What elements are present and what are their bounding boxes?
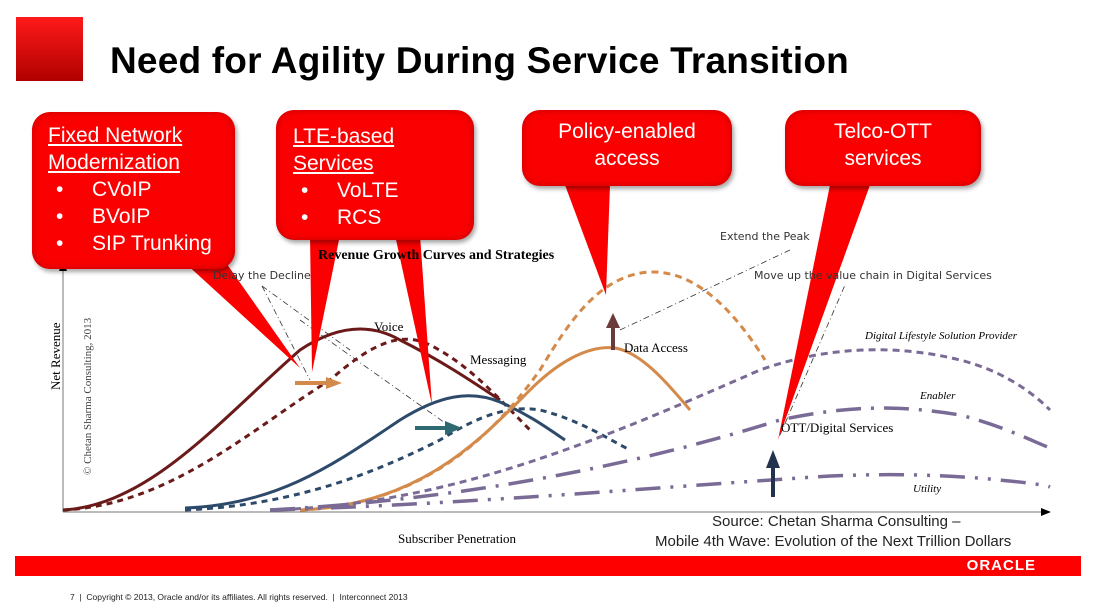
bullet-item: •SIP Trunking [56,232,212,255]
voice-delayed-curve [62,337,532,512]
up-arrow-icon [766,450,780,497]
callout-heading: Modernization [48,151,180,174]
event-name: Interconnect 2013 [339,592,408,602]
voice-curve [62,327,501,512]
bullet-item: •VoLTE [301,179,399,202]
label-ott: OTT/Digital Services [781,420,894,435]
label-data-access: Data Access [624,340,688,355]
up-arrow-icon [606,313,620,350]
separator: | [332,592,335,602]
callout-text: Telco-OTT [833,120,932,143]
bullet-item: •BVoIP [56,205,151,228]
copyright: Copyright © 2013, Oracle and/or its affi… [86,592,328,602]
callout-text: Policy-enabled [558,120,696,143]
chart-watermark: © Chetan Sharma Consulting, 2013 [82,317,94,475]
slide-title: Need for Agility During Service Transiti… [110,40,849,81]
brand-square [16,17,83,81]
data-access-curve [299,346,692,512]
separator: | [79,592,82,602]
annotation-move-up: Move up the value chain in Digital Servi… [754,269,992,282]
label-voice: Voice [374,319,404,334]
utility-curve [269,472,1051,512]
label-digital-lifestyle: Digital Lifestyle Solution Provider [865,330,1018,342]
page-number: 7 [70,592,75,602]
callout-text: access [594,147,660,170]
enabler-curve [269,406,1051,512]
bullet-item: •CVoIP [56,178,152,201]
annotation-delay-decline: Delay the Decline [213,269,311,282]
source-line-1: Source: Chetan Sharma Consulting – [712,513,961,530]
source-line-2: Mobile 4th Wave: Evolution of the Next T… [655,533,1012,550]
callout-policy-access: Policy-enabled access [522,110,732,186]
right-arrow-icon [295,377,342,389]
oracle-logo: ORACLE [966,557,1036,574]
callout-heading: Services [293,152,374,175]
right-arrow-icon [415,421,462,435]
data-extended-curve [299,270,767,512]
label-messaging: Messaging [470,352,527,367]
label-enabler: Enabler [920,390,956,402]
callout-telco-ott: Telco-OTT services [785,110,981,186]
callout-fixed-network: Fixed Network Modernization •CVoIP •BVoI… [32,112,235,269]
callout-lte-services: LTE-based Services •VoLTE •RCS [276,110,474,240]
digital-lifestyle-curve [269,348,1052,512]
annotation-extend-peak: Extend the Peak [720,230,810,243]
callout-text: services [844,147,922,170]
label-utility: Utility [913,483,942,495]
footer-text: 7 | Copyright © 2013, Oracle and/or its … [70,592,408,602]
messaging-curve [184,394,566,510]
callout-heading: Fixed Network [48,124,183,147]
y-axis-label: Net Revenue [48,322,63,390]
callout-heading: LTE-based [293,125,395,148]
x-axis-label: Subscriber Penetration [398,531,517,546]
bullet-item: •RCS [301,206,382,229]
footer-bar [15,556,1081,576]
callout-tail [160,240,300,368]
chart-title: Revenue Growth Curves and Strategies [318,248,555,263]
